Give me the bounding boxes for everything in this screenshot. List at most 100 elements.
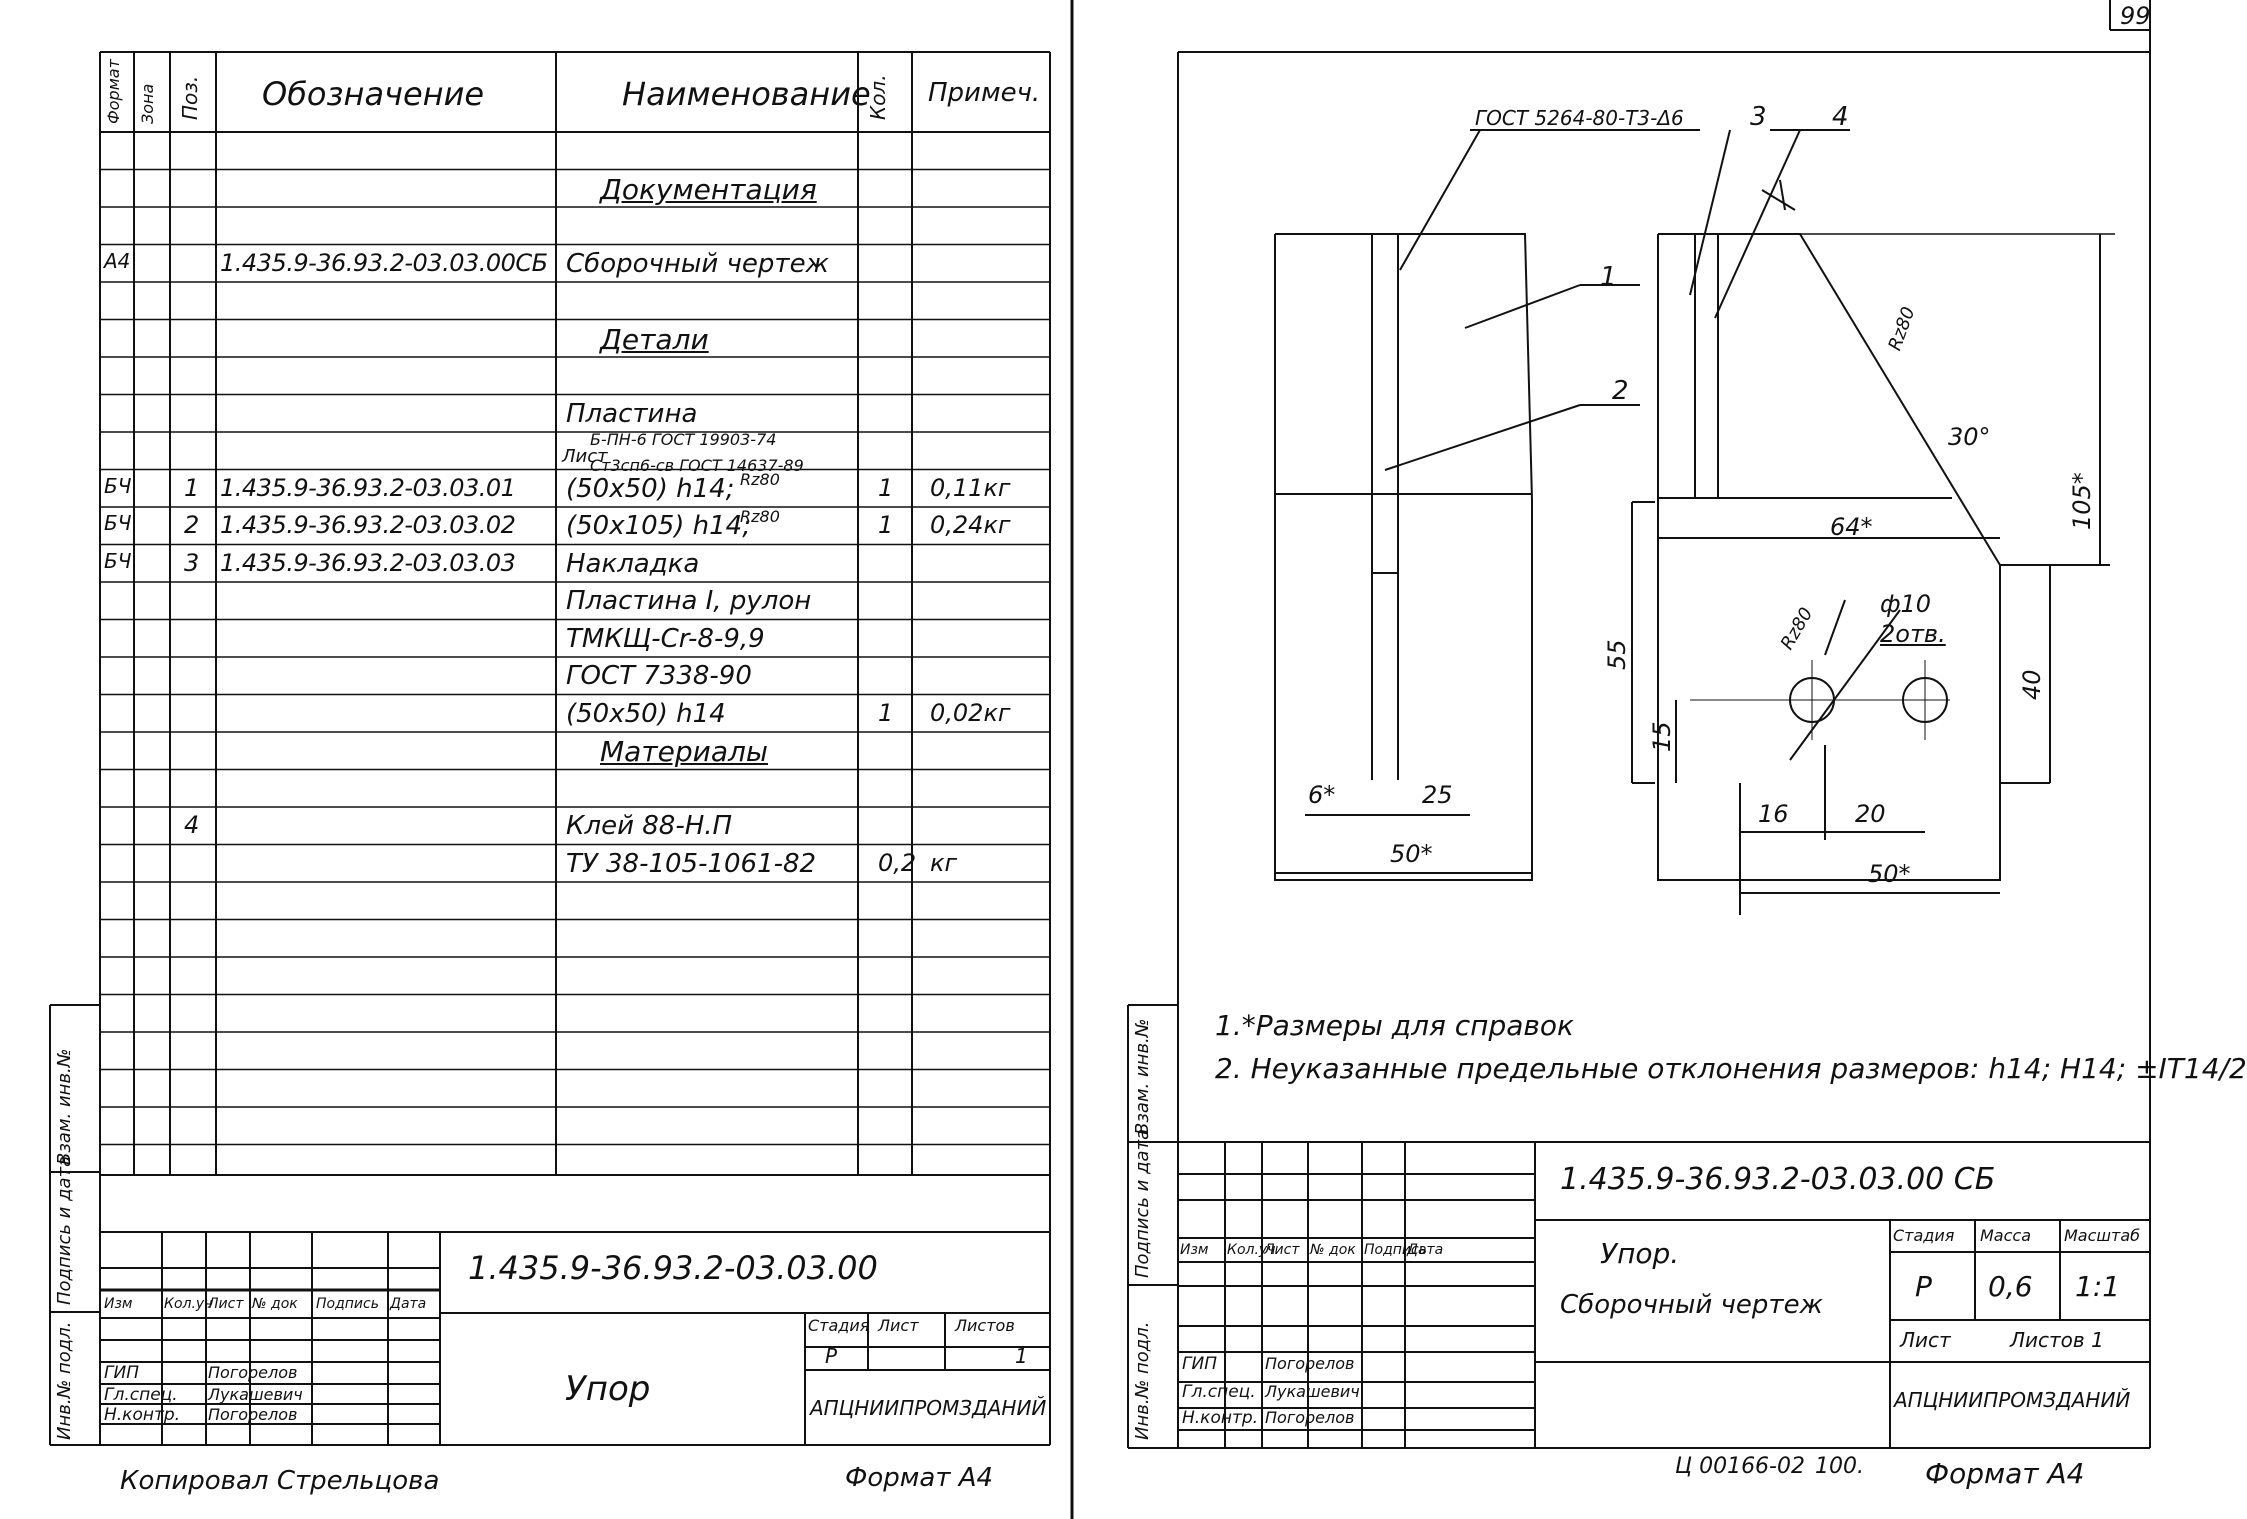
dim-50-right: 50* <box>1868 860 1911 888</box>
spec-cell-pos: 2 <box>184 511 200 539</box>
spec-cell-note: 0,24кг <box>930 511 1011 539</box>
side-label-replace: Взам. инв.№ <box>54 1048 75 1166</box>
dim-16: 16 <box>1758 800 1789 828</box>
callout-4: 4 <box>1832 102 1849 132</box>
spec-section-title: Документация <box>600 172 817 206</box>
left-name-3: Погорелов <box>208 1405 298 1424</box>
spec-cell-name: ГОСТ 7338-90 <box>566 661 752 691</box>
spec-cell-note: кг <box>930 848 958 877</box>
left-stage-value: Р <box>825 1344 838 1368</box>
left-title-name: Упор <box>565 1369 651 1409</box>
dim-20: 20 <box>1855 800 1886 828</box>
title-col-head: Изм <box>1180 1242 1209 1258</box>
title-col-head: Изм <box>104 1296 133 1312</box>
spec-cell-name: Пластина <box>566 398 698 429</box>
right-side-label-inv: Инв.№ подл. <box>1132 1321 1153 1440</box>
spec-section-title: Материалы <box>600 735 768 768</box>
spec-cell-name: ТМКЩ-Сr-8-9,9 <box>566 623 765 654</box>
spec-cell-pos: 1 <box>184 473 200 502</box>
right-side-label-replace: Взам. инв.№ <box>1132 1018 1153 1136</box>
spec-cell-designation: 1.435.9-36.93.2-03.03.03 <box>220 548 516 577</box>
right-scale-value: 1:1 <box>2075 1270 2121 1303</box>
spec-cell-name: (50х105) h14; <box>566 511 751 541</box>
angle-label: 30° <box>1948 423 1991 451</box>
header-name: Наименование <box>622 75 871 113</box>
side-label-inv: Инв.№ подл. <box>54 1321 75 1440</box>
dim-25: 25 <box>1422 781 1453 809</box>
left-org: АПЦНИИПРОМЗДАНИЙ <box>810 1396 1047 1420</box>
title-col-head: Дата <box>390 1296 427 1312</box>
spec-cell-format: БЧ <box>104 473 132 498</box>
right-side-label-sign-date: Подпись и дата <box>1132 1128 1153 1278</box>
right-title-code: 1.435.9-36.93.2-03.03.00 СБ <box>1560 1162 1996 1197</box>
spec-cell-note: 0,02кг <box>930 698 1011 727</box>
spec-cell-note: 0,11кг <box>930 473 1011 502</box>
header-pos: Поз. <box>178 75 202 120</box>
note-2: 2. Неуказанные предельные отклонения раз… <box>1215 1052 2247 1085</box>
right-role-chief: Гл.спец. <box>1182 1382 1256 1402</box>
spec-cell-name: Накладка <box>566 548 700 579</box>
spec-cell-qty: 1 <box>878 473 894 502</box>
title-col-head: Подпись <box>316 1296 379 1312</box>
left-role-chief: Гл.спец. <box>104 1385 178 1405</box>
callout-2: 2 <box>1612 376 1629 406</box>
right-stage-label: Стадия <box>1893 1226 1955 1245</box>
right-org: АПЦНИИПРОМЗДАНИЙ <box>1894 1388 2131 1412</box>
left-sheets-value: 1 <box>1015 1344 1028 1368</box>
spec-cell-qty: 1 <box>878 698 894 727</box>
spec-cell-name-top: Б-ПН-6 ГОСТ 19903-74 <box>590 430 777 449</box>
right-stage-value: Р <box>1915 1270 1932 1303</box>
dim-50-left: 50* <box>1390 840 1433 868</box>
header-designation: Обозначение <box>262 75 485 113</box>
dim-55: 55 <box>1603 639 1631 670</box>
spec-cell-name: (50х50) h14 <box>566 698 726 729</box>
header-note: Примеч. <box>928 78 1041 108</box>
spec-cell-name: Сборочный чертеж <box>566 248 829 279</box>
spec-cell-format: БЧ <box>104 511 132 535</box>
note-1: 1.*Размеры для справок <box>1215 1009 1574 1042</box>
title-col-head: Кол.уч <box>1227 1242 1276 1258</box>
spec-cell-qty: 1 <box>878 511 894 539</box>
left-format: Формат А4 <box>845 1463 994 1493</box>
right-format: Формат А4 <box>1925 1457 2085 1490</box>
spec-cell-name-prefix: Лист <box>562 446 608 467</box>
order-number: Ц 00166-02 <box>1675 1454 1805 1479</box>
left-role-gip: ГИП <box>104 1363 139 1383</box>
right-name-2: Лукашевич <box>1265 1382 1360 1401</box>
callout-3: 3 <box>1750 102 1767 132</box>
spec-cell-name-bottom: Ст3сп6-св ГОСТ 14637-89 <box>590 456 804 475</box>
right-scale-label: Масштаб <box>2064 1226 2141 1245</box>
title-col-head: Лист <box>208 1296 244 1312</box>
left-name-1: Погорелов <box>208 1363 298 1382</box>
spec-cell-designation: 1.435.9-36.93.2-03.03.02 <box>220 511 516 539</box>
callout-1: 1 <box>1600 262 1617 292</box>
spec-cell-roughness: Rz80 <box>740 469 780 489</box>
page-number: 99 <box>2120 2 2151 30</box>
dim-105: 105* <box>2068 472 2096 530</box>
spec-cell-name: Пластина I, рулон <box>566 586 812 616</box>
right-title-name: Упор. <box>1600 1237 1680 1270</box>
header-zone: Зона <box>138 83 157 124</box>
title-col-head: Кол.уч <box>164 1296 213 1312</box>
weld-note: ГОСТ 5264-80-Т3-Δ6 <box>1475 106 1684 130</box>
hole-diameter: ф10 <box>1880 590 1932 618</box>
title-col-head: Лист <box>1264 1242 1300 1258</box>
spec-cell-designation: 1.435.9-36.93.2-03.03.01 <box>220 473 516 502</box>
spec-cell-format: А4 <box>104 248 131 273</box>
right-title-subtitle: Сборочный чертеж <box>1560 1290 1823 1320</box>
drawing-lines <box>49 0 2151 1519</box>
right-name-1: Погорелов <box>1265 1354 1355 1373</box>
spec-cell-pos: 3 <box>184 548 200 577</box>
header-qty: Кол. <box>866 74 890 120</box>
left-sheets-label: Листов <box>955 1316 1015 1335</box>
dim-6: 6* <box>1308 781 1336 809</box>
spec-cell-designation: 1.435.9-36.93.2-03.03.00СБ <box>220 248 548 277</box>
spec-cell-qty: 0,2 <box>878 848 917 877</box>
left-role-control: Н.контр. <box>104 1405 181 1425</box>
spec-section-title: Детали <box>600 322 709 356</box>
spec-cell-format: БЧ <box>104 548 132 573</box>
right-mass-label: Масса <box>1980 1226 2032 1245</box>
left-stage-label: Стадия <box>808 1316 870 1335</box>
left-sheet-label: Лист <box>878 1316 919 1335</box>
right-name-3: Погорелов <box>1265 1408 1355 1427</box>
